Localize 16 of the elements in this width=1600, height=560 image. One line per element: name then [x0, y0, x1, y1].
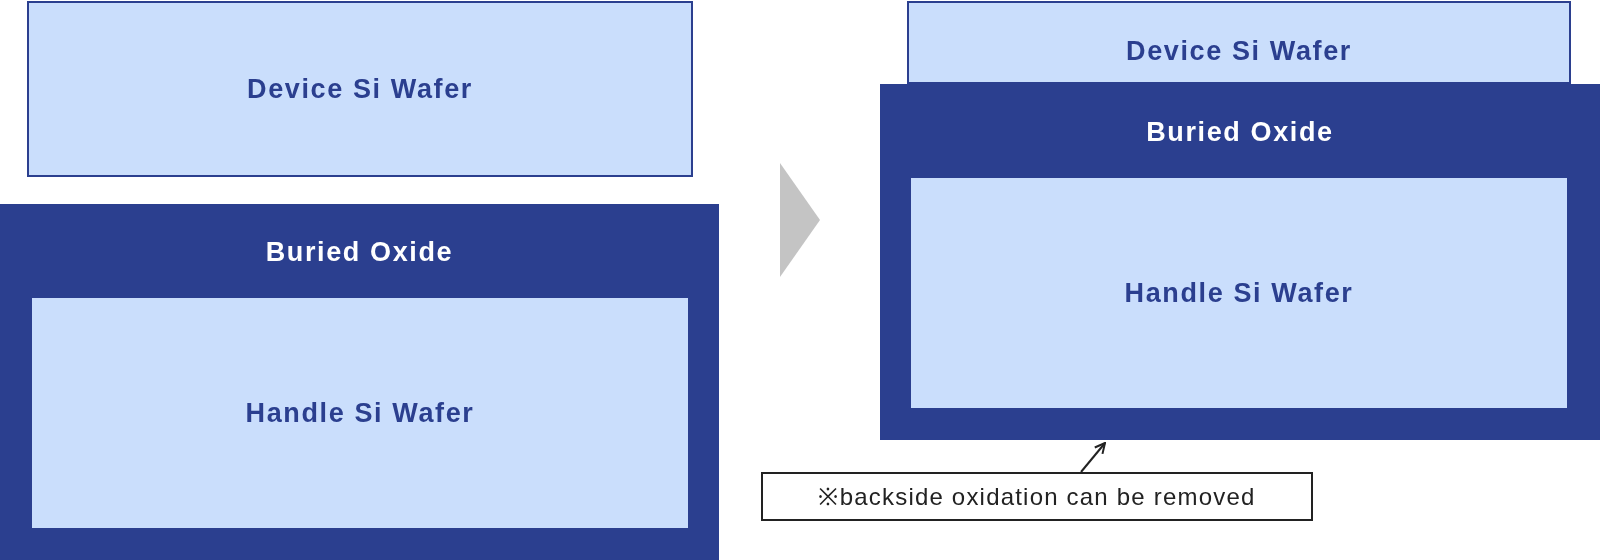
layer-label: Buried Oxide: [1146, 116, 1334, 149]
layer-label: Handle Si Wafer: [1124, 276, 1354, 310]
oxide-layer: [0, 204, 719, 560]
wafer-box: [907, 1, 1571, 84]
layer-label: Device Si Wafer: [1126, 35, 1352, 68]
wafer-box: [909, 176, 1569, 410]
note-box: [761, 472, 1313, 521]
chevron-arrow: [780, 163, 820, 277]
layer-label: ※backside oxidation can be removed: [818, 481, 1256, 512]
wafer-box: [30, 296, 690, 530]
leader-arrow: [1080, 442, 1106, 473]
layer-label: Handle Si Wafer: [245, 396, 475, 430]
layer-label: Buried Oxide: [265, 236, 454, 269]
layer-label: Device Si Wafer: [247, 72, 473, 106]
wafer-box: [27, 1, 693, 177]
oxide-layer: [880, 84, 1600, 440]
